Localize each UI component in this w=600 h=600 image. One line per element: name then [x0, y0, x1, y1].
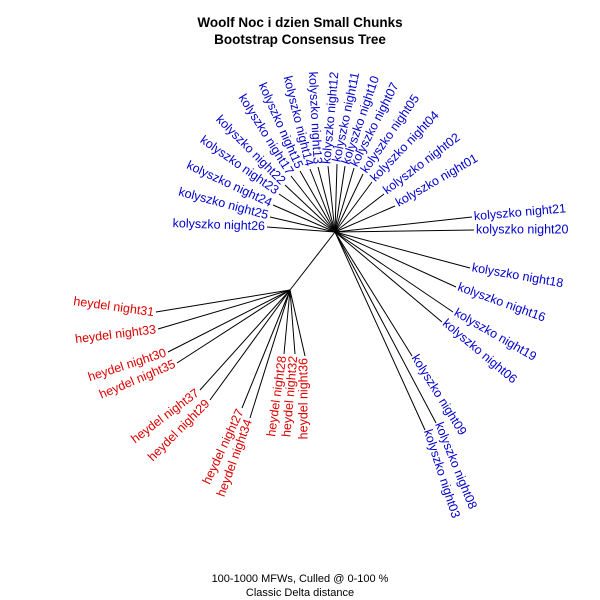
edge-heydel-night35 [176, 289, 291, 364]
edge-kolyszko-night10 [334, 165, 346, 233]
edge-kolyszko-night21 [334, 216, 473, 233]
edge-heydel-night36 [289, 289, 306, 357]
edge-kolyszko-night06 [334, 231, 443, 323]
leaf-label-kolyszko-night26: kolyszko night26 [172, 216, 265, 233]
edge-kolyszko-night11 [334, 163, 338, 233]
edge-kolyszko-night09 [334, 231, 413, 357]
edge-kolyszko-night20 [334, 229, 475, 233]
edge-kolyszko-night16 [334, 231, 457, 288]
edge-kolyszko-night19 [334, 231, 454, 313]
edge-heydel-night31 [155, 289, 291, 313]
leaf-label-kolyszko-night20: kolyszko night20 [476, 222, 568, 236]
edge-kolyszko-night22 [284, 184, 336, 233]
edge-heydel-night34 [249, 289, 291, 419]
leaf-label-heydel-night33: heydel night33 [74, 322, 156, 346]
edge-kolyszko-night03 [334, 231, 426, 431]
footer-line-1: 100-1000 MFWs, Culled @ 0-100 % [212, 573, 389, 585]
edge-kolyszko-night05 [334, 173, 364, 233]
leaf-label-kolyszko-night13: kolyszko night13 [306, 71, 325, 164]
edge-root-to-heydel-cluster [289, 231, 336, 291]
edge-heydel-night32 [289, 289, 296, 355]
edge-kolyszko-night24 [272, 204, 336, 233]
edge-kolyszko-night14 [309, 168, 336, 233]
edge-heydel-night29 [209, 289, 291, 401]
edge-heydel-night30 [167, 289, 291, 353]
edge-kolyszko-night15 [299, 170, 336, 233]
edge-kolyszko-night23 [278, 193, 336, 233]
edge-heydel-night27 [241, 289, 291, 409]
edge-kolyszko-night02 [334, 193, 385, 233]
footer-line-2: Classic Delta distance [246, 587, 354, 599]
edge-kolyszko-night13 [317, 166, 336, 233]
leaf-label-kolyszko-night18: kolyszko night18 [471, 260, 564, 290]
edge-kolyszko-night12 [327, 165, 336, 233]
title-line-1: Woolf Noc i dzien Small Chunks [197, 15, 402, 30]
edge-kolyszko-night25 [269, 216, 336, 233]
title-line-2: Bootstrap Consensus Tree [214, 32, 386, 47]
edge-heydel-night28 [283, 289, 291, 355]
edge-kolyszko-night17 [290, 175, 336, 233]
edge-heydel-night37 [199, 289, 291, 391]
tree-edges [155, 163, 475, 431]
edge-heydel-night33 [157, 289, 291, 330]
edge-kolyszko-night01 [334, 205, 396, 233]
edge-kolyszko-night08 [334, 231, 437, 424]
leaf-label-heydel-night36: heydel night36 [296, 358, 310, 439]
leaf-label-heydel-night31: heydel night31 [73, 294, 156, 319]
edge-kolyszko-night07 [334, 167, 355, 233]
edge-kolyszko-night18 [334, 231, 471, 269]
edge-kolyszko-night26 [266, 226, 336, 233]
edge-kolyszko-night04 [334, 181, 373, 233]
leaf-label-kolyszko-night21: kolyszko night21 [473, 201, 566, 223]
